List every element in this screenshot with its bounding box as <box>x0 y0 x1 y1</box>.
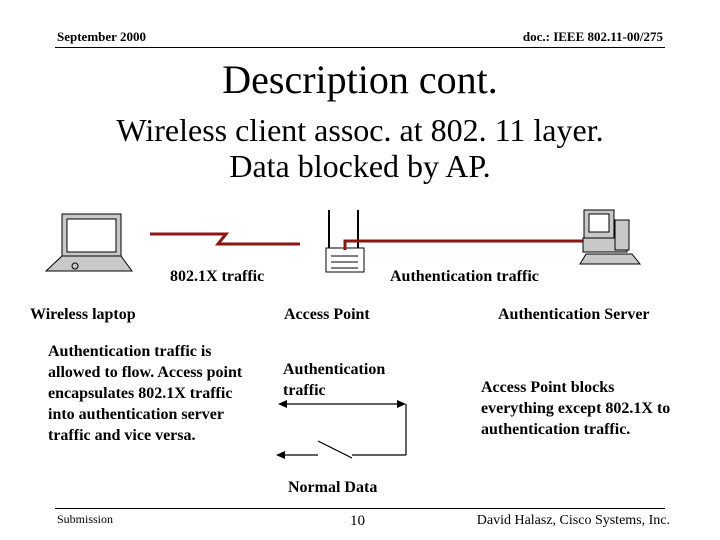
label-8021x-traffic: 802.1X traffic <box>170 268 265 285</box>
left-description-line: traffic and vice versa. <box>48 427 196 444</box>
footer-author: David Halasz, Cisco Systems, Inc. <box>476 513 670 528</box>
switch-auth-label-line-1: Authentication <box>283 361 386 378</box>
right-description-line: Access Point blocks <box>481 379 615 396</box>
header-date: September 2000 <box>57 29 146 44</box>
server-computer-icon <box>579 209 642 265</box>
slide-subtitle: Wireless client assoc. at 802. 11 layer.… <box>0 112 720 184</box>
slide-title: Description cont. <box>222 57 498 102</box>
right-description-line: everything except 802.1X to <box>481 400 671 417</box>
label-wireless-laptop: Wireless laptop <box>30 306 136 323</box>
header-rule <box>55 47 665 48</box>
left-description-line: into authentication server <box>48 406 224 423</box>
subtitle-line-1: Wireless client assoc. at 802. 11 layer. <box>116 112 604 148</box>
switch-auth-label-line-2: traffic <box>283 382 326 399</box>
label-access-point: Access Point <box>284 306 370 323</box>
wireless-link <box>150 232 300 246</box>
label-auth-server: Authentication Server <box>498 306 650 323</box>
left-description-line: encapsulates 802.1X traffic <box>48 385 233 402</box>
left-description: Authentication traffic is allowed to flo… <box>48 341 288 446</box>
access-point-icon <box>325 210 365 273</box>
port-switch-diagram <box>276 400 407 459</box>
footer-submission: Submission <box>57 512 114 526</box>
subtitle-line-2: Data blocked by AP. <box>229 148 491 184</box>
laptop-icon <box>44 213 133 272</box>
wired-link <box>343 239 588 250</box>
right-description: Access Point blocks everything except 80… <box>481 377 711 440</box>
footer-page-number: 10 <box>350 513 365 529</box>
footer-rule <box>55 508 665 509</box>
right-description-line: authentication traffic. <box>481 421 631 438</box>
header-doc-id: doc.: IEEE 802.11-00/275 <box>522 29 663 44</box>
left-description-line: allowed to flow. Access point <box>48 364 243 381</box>
switch-auth-label: Authentication traffic <box>283 359 385 401</box>
left-description-line: Authentication traffic is <box>48 343 212 360</box>
label-auth-traffic: Authentication traffic <box>390 268 539 285</box>
switch-normal-data-label: Normal Data <box>288 479 378 496</box>
